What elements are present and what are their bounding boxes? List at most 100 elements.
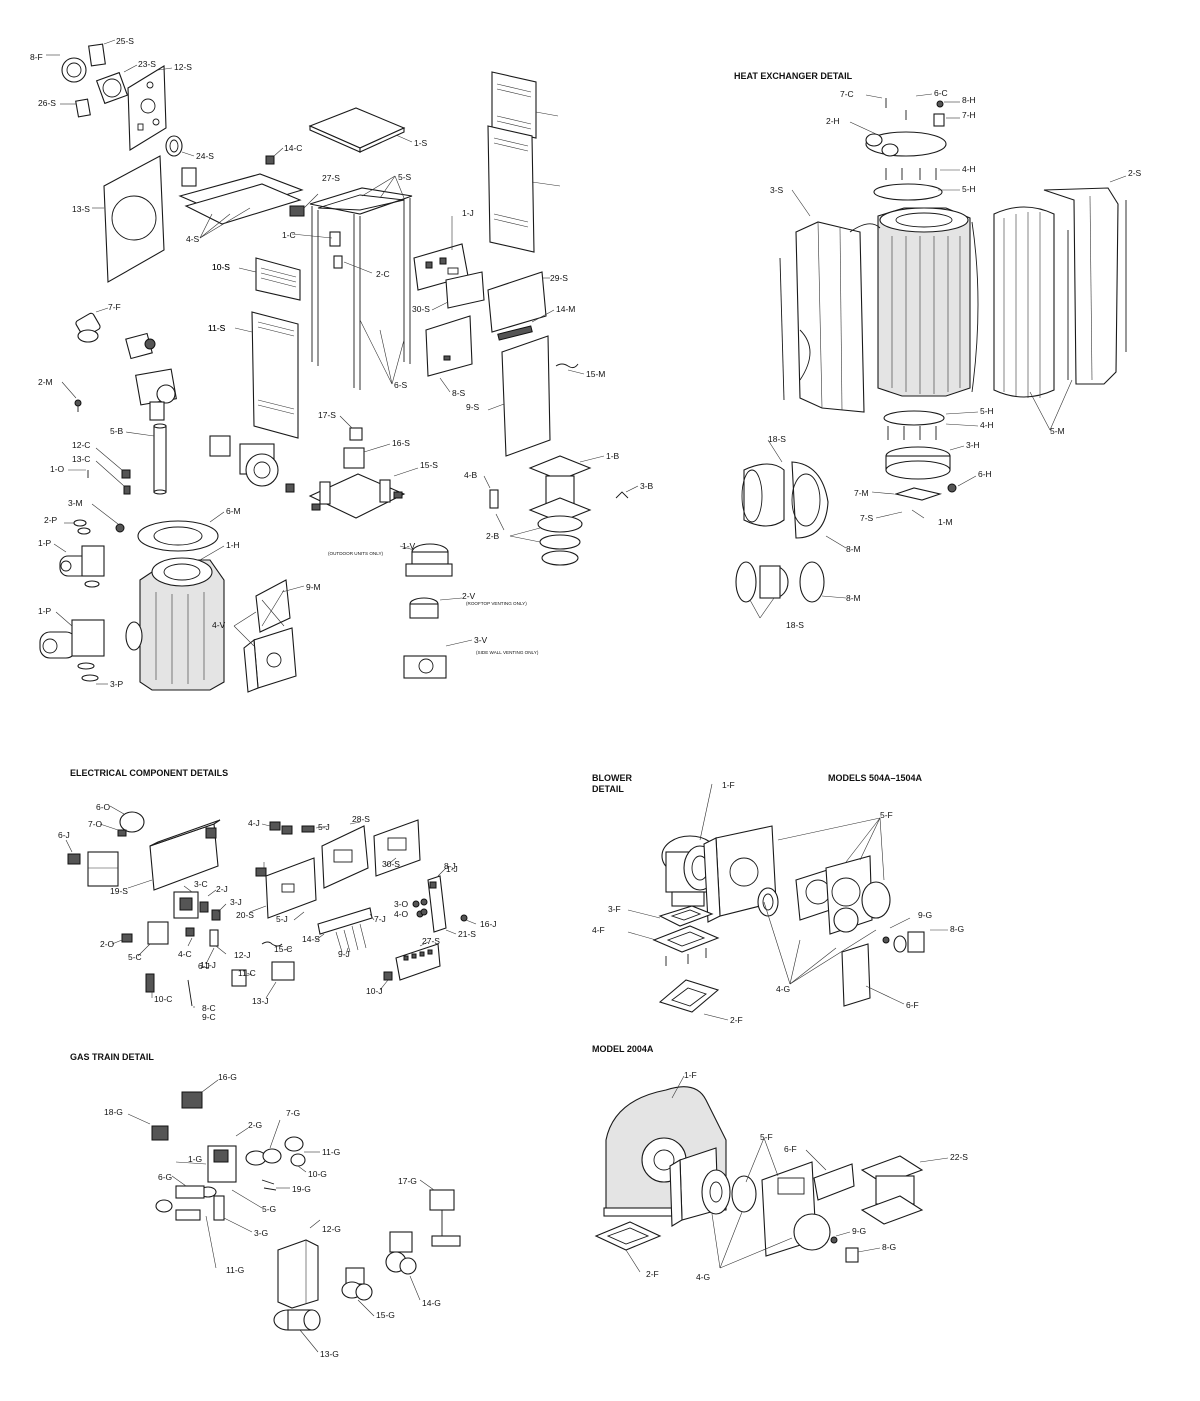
part-label-9-s: 9-S [466,402,480,412]
part-label-5-m: 5-M [1050,426,1065,436]
heat-exchanger-detail [735,93,1127,619]
part-label-2-b: 2-B [486,531,500,541]
part-11-s-right [487,125,561,253]
part-frame [289,175,413,390]
part-label-5-g: 5-G [262,1204,276,1214]
part-15-s [308,467,419,519]
part-label-17-s: 17-S [318,410,336,420]
part-label-5-f: 5-F [760,1132,773,1142]
part-7-f [75,307,109,343]
part-label-8-j: 8-J [444,861,456,871]
part-label-6-j: 6-J [198,961,210,971]
part-label-13-s: 13-S [72,204,90,214]
part-label-1-v: 1-V [402,541,416,551]
labels-blower: 1-F5-F3-F4-F9-G8-G4-G6-F2-F [592,780,964,1025]
heading-models-small: MODELS 504A–1504A [828,773,923,783]
part-label-5-h: 5-H [962,184,976,194]
part-label-3-g: 3-G [254,1228,268,1238]
part-label-8-g: 8-G [950,924,964,934]
part-11-s-left [234,311,299,439]
section-headers: HEAT EXCHANGER DETAIL ELECTRICAL COMPONE… [70,71,923,1062]
blower-detail [627,783,948,1021]
part-1-v [399,543,453,577]
part-label-3-b: 3-B [640,481,654,491]
venting-notes: (OUTDOOR UNITS ONLY) (ROOFTOP VENTING ON… [328,551,539,655]
part-14-c [265,147,284,165]
part-label-3-p: 3-P [110,679,124,689]
part-label-2-c: 2-C [376,269,390,279]
part-label-15-g: 15-G [376,1310,395,1320]
part-label-9-g: 9-G [852,1226,866,1236]
part-label-7-h: 7-H [962,110,976,120]
part-26-s [60,98,91,118]
part-label-6-f: 6-F [784,1144,797,1154]
part-2-b [495,513,583,566]
part-1-s [308,107,413,153]
part-label-2-j: 2-J [216,884,228,894]
part-label-3-h: 3-H [966,440,980,450]
part-label-18-s: 18-S [786,620,804,630]
part-label-2-s: 2-S [1128,168,1142,178]
part-8-s [425,315,473,393]
part-label-12-g: 12-G [322,1224,341,1234]
part-label-1-b: 1-B [606,451,620,461]
part-label-2-v: 2-V [462,591,476,601]
elec-28-s-panel [321,821,369,889]
part-label-5-j: 5-J [318,822,330,832]
elec-8-j-21-s [412,867,477,935]
part-label-9-c: 9-C [202,1012,216,1022]
part-label-4-s: 4-S [186,234,200,244]
part-label-21-s: 21-S [458,929,476,939]
part-label-4-b: 4-B [464,470,478,480]
part-label-3-v: 3-V [474,635,488,645]
part-label-1-j: 1-J [462,208,474,218]
part-label-7-m: 7-M [854,488,869,498]
part-label-10-j: 10-J [366,986,383,996]
part-2-m [61,381,82,412]
part-17-s [339,415,363,441]
m2004-5-f-plates [701,1137,831,1269]
part-9-s [487,335,551,457]
part-label-7-s: 7-S [860,513,874,523]
electrical-detail [65,805,477,1008]
part-12-c [95,447,131,479]
part-label-2-f: 2-F [730,1015,743,1025]
part-1-o [68,469,89,478]
blower-3-f-4-f-2-f [627,905,729,1021]
part-3-v [403,639,473,679]
part-label-11-j: 11-J [200,960,216,970]
part-label-1-h: 1-H [226,540,240,550]
hx-bottom-parts [871,410,979,519]
part-14-m [497,309,555,341]
part-label-5-h: 5-H [980,406,994,416]
part-label-6-c: 6-C [934,88,948,98]
elec-20-s-panel [249,857,317,921]
part-label-10-c: 10-C [154,994,172,1004]
gas-train-detail [127,1079,461,1353]
part-label-5-f: 5-F [880,810,893,820]
gas-17-g [419,1179,461,1247]
part-label-13-c: 13-C [72,454,90,464]
part-9-m [255,579,305,633]
part-label-4-h: 4-H [980,420,994,430]
part-label-12-c: 12-C [72,440,90,450]
part-label-15-s: 15-S [420,460,438,470]
part-label-23-s: 23-S [138,59,156,69]
part-1-p-top [53,543,105,588]
part-label-8-f: 8-F [30,52,43,62]
hx-18-s-8-m [735,439,847,619]
heading-model-large: MODEL 2004A [592,1044,654,1054]
part-label-28-s: 28-S [352,814,370,824]
part-label-4-f: 4-F [592,925,605,935]
part-label-1-f: 1-F [684,1070,697,1080]
part-label-1-p: 1-P [38,538,52,548]
main-assembly [39,39,639,693]
part-label-7-c: 7-C [840,89,854,99]
part-label-9-g: 9-G [918,910,932,920]
part-label-2-o: 2-O [100,939,115,949]
part-label-10-s: 10-S [212,262,230,272]
part-label-3-o: 3-O [394,899,409,909]
part-label-6-m: 6-M [226,506,241,516]
labels-gas-train: 16-G18-G2-G7-G11-G1-G10-G6-G19-G5-G3-G17… [104,1072,441,1359]
